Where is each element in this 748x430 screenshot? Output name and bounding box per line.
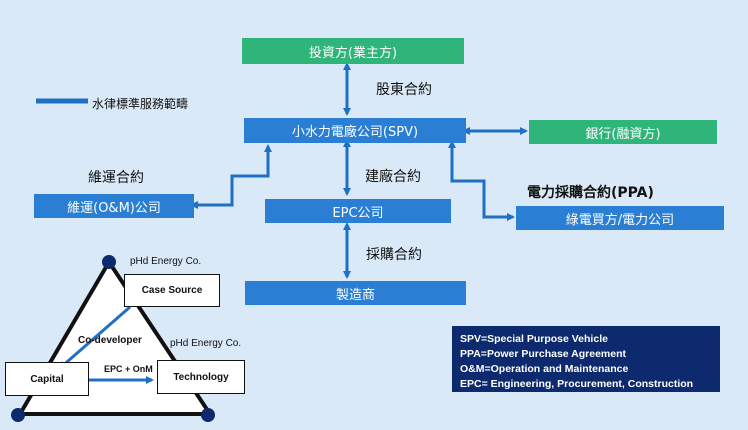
offtaker-box: 綠電買方/電力公司 <box>516 206 724 230</box>
offtaker-label: 綠電買方/電力公司 <box>565 212 675 228</box>
spv-box: 小水力電廠公司(SPV) <box>244 118 466 143</box>
om-box: 維運(O&M)公司 <box>34 194 194 218</box>
triangle-vertex-left <box>11 408 25 422</box>
capital-label: Capital <box>30 373 64 385</box>
co-developer-label: Co-developer <box>78 335 142 346</box>
om-label: 維運(O&M)公司 <box>67 200 161 216</box>
om-contract-label: 維運合約 <box>88 170 144 186</box>
epc-onm-label: EPC + OnM <box>104 364 153 374</box>
triangle-vertex-top <box>102 255 116 269</box>
shareholder-contract-label: 股東合約 <box>376 82 432 98</box>
capital-box: Capital <box>5 362 89 396</box>
procurement-contract-label: 採購合約 <box>366 247 422 263</box>
bank-box: 銀行(融資方) <box>529 120 717 144</box>
technology-box: Technology <box>157 360 245 394</box>
abbreviation-note: SPV=Special Purpose Vehicle PPA=Power Pu… <box>452 326 720 392</box>
case-to-capital-arrow <box>58 305 131 370</box>
spv-om-arrow <box>190 144 272 209</box>
epc-label: EPC公司 <box>332 205 384 221</box>
bank-label: 銀行(融資方) <box>585 126 661 142</box>
investor-label: 投資方(業主方) <box>308 45 398 61</box>
technology-label: Technology <box>173 371 229 383</box>
spv-offtaker-arrow <box>448 140 515 221</box>
case-source-box: Case Source <box>124 274 220 307</box>
case-source-label: Case Source <box>141 285 203 296</box>
note-line: EPC= Engineering, Procurement, Construct… <box>460 378 694 390</box>
construction-contract-label: 建廠合約 <box>365 169 421 185</box>
ppa-contract-label: 電力採購合約(PPA) <box>527 185 654 201</box>
epc-box: EPC公司 <box>265 199 451 223</box>
note-line: SPV=Special Purpose Vehicle <box>460 333 608 345</box>
spv-label: 小水力電廠公司(SPV) <box>291 125 419 140</box>
phd-right-label: pHd Energy Co. <box>170 338 242 349</box>
note-line: O&M=Operation and Maintenance <box>460 363 629 375</box>
manufacturer-box: 製造商 <box>245 281 466 305</box>
investor-box: 投資方(業主方) <box>242 38 464 64</box>
triangle-vertex-right <box>201 408 215 422</box>
note-line: PPA=Power Purchase Agreement <box>460 348 627 360</box>
phd-top-label: pHd Energy Co. <box>130 256 202 267</box>
legend-label: 水律標準服務範疇 <box>92 97 189 111</box>
manufacturer-label: 製造商 <box>335 287 375 303</box>
